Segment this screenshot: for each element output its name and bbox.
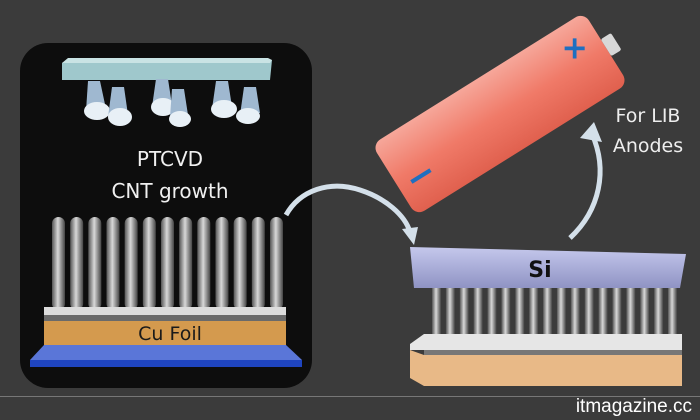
cnt-pillar <box>501 280 511 340</box>
transfer-arrow-icon <box>283 183 418 245</box>
cnt-pillar <box>556 280 566 340</box>
si-shell <box>410 247 686 288</box>
si-coated-cnt-forest <box>432 280 677 340</box>
process-label-line1: PTCVD <box>137 147 203 171</box>
cnt-pillar <box>251 217 265 310</box>
cnt-pillar <box>445 280 455 340</box>
cnt-pillar <box>270 217 283 310</box>
cnt-pillar <box>142 217 156 310</box>
cnt-pillar <box>612 280 622 340</box>
cnt-pillar <box>487 280 497 340</box>
cnt-pillar <box>515 280 525 340</box>
cnt-pillar <box>570 280 580 340</box>
cnt-pillar <box>432 280 441 340</box>
divider-line <box>0 396 700 397</box>
right-substrate <box>410 350 682 386</box>
cnt-pillar <box>215 217 229 310</box>
cu-foil-layer <box>44 321 286 345</box>
blue-substrate <box>30 345 302 360</box>
cnt-pillar <box>668 280 677 340</box>
cnt-pillar <box>179 217 193 310</box>
cnt-pillar <box>70 217 84 310</box>
application-label-line1: For LIB <box>616 105 681 127</box>
application-arrow-icon <box>568 122 603 240</box>
cnt-pillar <box>88 217 102 310</box>
cnt-pillar <box>584 280 594 340</box>
cnt-pillar <box>52 217 65 310</box>
cnt-pillar <box>233 217 247 310</box>
cnt-pillar <box>124 217 138 310</box>
cvd-showerhead-icon <box>62 58 272 127</box>
process-label-line2: CNT growth <box>111 179 228 203</box>
cnt-pillar <box>626 280 636 340</box>
positive-terminal-mark: + <box>561 28 588 66</box>
cnt-pillar <box>459 280 469 340</box>
cu-foil-label: Cu Foil <box>138 323 202 345</box>
si-label: Si <box>528 258 551 283</box>
battery-icon: + − <box>375 15 625 213</box>
cnt-pillar <box>654 280 664 340</box>
cnt-pillar <box>473 280 483 340</box>
application-label-line2: Anodes <box>613 135 683 157</box>
cnt-pillar <box>543 280 553 340</box>
watermark: itmagazine.cc <box>575 396 692 417</box>
catalyst-layer <box>44 307 286 315</box>
cnt-pillar <box>529 280 539 340</box>
cnt-pillar <box>106 217 120 310</box>
cnt-forest <box>52 217 283 310</box>
cnt-pillar <box>161 217 174 310</box>
cnt-pillar <box>640 280 650 340</box>
cnt-pillar <box>598 280 608 340</box>
cnt-pillar <box>197 217 211 310</box>
